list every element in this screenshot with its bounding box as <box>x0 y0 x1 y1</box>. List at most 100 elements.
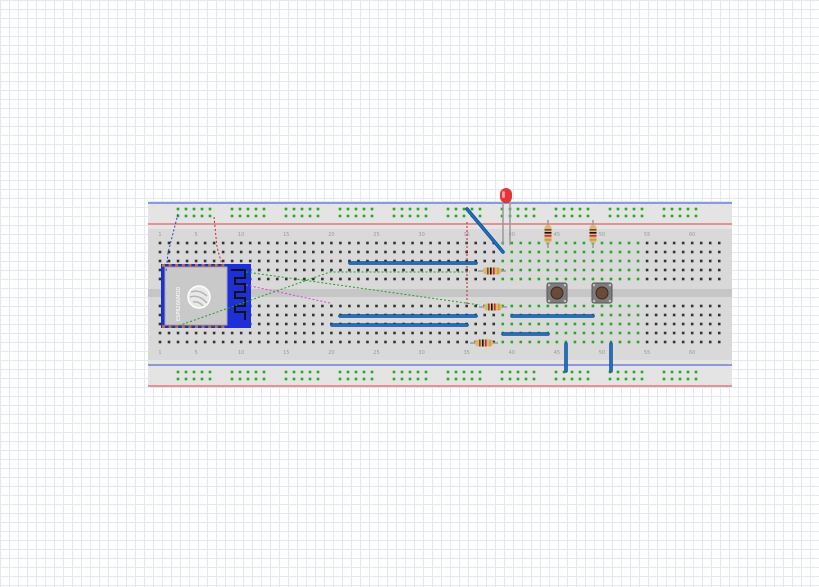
hole <box>192 207 196 211</box>
hole <box>208 207 212 211</box>
hole <box>609 277 613 281</box>
resistor-band <box>494 303 496 311</box>
hole <box>483 331 487 335</box>
hole <box>690 259 694 263</box>
hole <box>570 370 574 374</box>
hole <box>537 304 541 308</box>
hole <box>447 268 450 272</box>
hole <box>640 377 644 381</box>
hole <box>546 340 550 344</box>
hole <box>636 340 640 344</box>
hole <box>699 277 703 281</box>
hole <box>462 214 466 218</box>
hole <box>591 259 595 263</box>
hole <box>446 370 450 374</box>
hole <box>627 304 631 308</box>
hole <box>564 340 568 344</box>
hole <box>654 268 658 272</box>
hole <box>609 304 613 308</box>
hole <box>176 259 180 263</box>
hole <box>176 250 180 254</box>
hole <box>564 331 568 335</box>
hole <box>609 331 613 335</box>
hole <box>411 331 414 335</box>
hole <box>662 377 666 381</box>
hole <box>663 331 667 335</box>
hole <box>645 268 649 272</box>
hole <box>402 304 405 308</box>
resistor-4 <box>544 220 552 248</box>
hole <box>185 331 189 335</box>
hole <box>330 250 333 254</box>
hole <box>420 250 423 254</box>
hole <box>564 268 568 272</box>
hole <box>591 268 595 272</box>
hole <box>294 268 297 272</box>
hole <box>524 207 528 211</box>
hole <box>362 207 366 211</box>
hole <box>275 304 279 308</box>
hole <box>670 214 674 218</box>
module-pin <box>221 264 225 267</box>
hole <box>203 331 207 335</box>
hole <box>266 313 270 317</box>
hole <box>357 241 360 245</box>
hole <box>500 370 504 374</box>
column-number: 15 <box>283 350 289 356</box>
hole <box>221 241 225 245</box>
hole <box>275 268 279 272</box>
hole <box>564 277 568 281</box>
hole <box>578 214 582 218</box>
hole <box>528 259 532 263</box>
hole <box>573 304 577 308</box>
hole <box>562 214 566 218</box>
hole <box>429 277 432 281</box>
hole <box>510 241 514 245</box>
hole <box>185 259 189 263</box>
module-pin <box>162 325 165 328</box>
hole <box>546 268 550 272</box>
hole <box>429 340 432 344</box>
hole <box>690 340 694 344</box>
hole <box>400 207 404 211</box>
hole <box>420 331 423 335</box>
column-number: 40 <box>509 232 515 238</box>
button-cap <box>595 286 609 300</box>
module-pin <box>181 264 185 267</box>
hole <box>717 340 721 344</box>
hole <box>447 250 450 254</box>
hole <box>411 241 414 245</box>
hole <box>483 250 487 254</box>
hole <box>338 214 342 218</box>
hole <box>339 304 342 308</box>
resistor-band <box>489 339 491 347</box>
hole <box>492 250 496 254</box>
hole <box>636 241 640 245</box>
hole <box>474 331 477 335</box>
hole <box>375 304 378 308</box>
hole <box>438 304 441 308</box>
hole <box>257 259 261 263</box>
hole <box>528 304 532 308</box>
hole <box>354 207 358 211</box>
hole <box>663 313 667 317</box>
hole <box>424 214 428 218</box>
hole <box>672 259 676 263</box>
hole <box>303 250 306 254</box>
hole <box>346 214 350 218</box>
hole <box>212 250 216 254</box>
hole <box>483 322 487 326</box>
hole <box>474 304 477 308</box>
hole <box>393 250 396 254</box>
hole <box>230 340 234 344</box>
hole <box>582 241 586 245</box>
hole <box>564 241 568 245</box>
hole <box>393 340 396 344</box>
hole <box>492 331 496 335</box>
module-pin <box>221 325 225 328</box>
hole <box>239 250 243 254</box>
hole <box>411 277 414 281</box>
hole <box>438 250 441 254</box>
hole <box>254 214 258 218</box>
hole <box>618 322 622 326</box>
